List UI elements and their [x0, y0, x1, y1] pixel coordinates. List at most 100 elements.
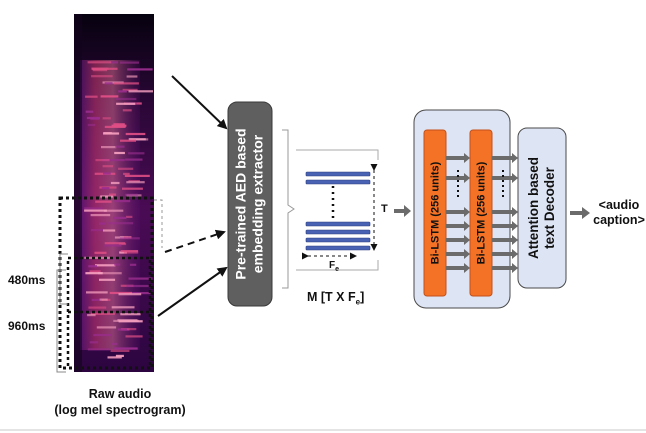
spectrogram-streak	[104, 125, 126, 128]
spectrogram-streak	[99, 278, 116, 281]
spectrogram-streak	[114, 263, 121, 266]
spectrogram-streak	[118, 90, 127, 93]
window-large-bracket	[56, 269, 66, 373]
lstm-connection-arrow	[492, 173, 518, 183]
spectrogram-streak	[93, 333, 112, 337]
lstm-connection-arrow	[492, 249, 518, 259]
spectrogram-streak	[84, 207, 103, 210]
lstm1-label-text: Bi-LSTM (256 units)	[429, 161, 442, 265]
spectrogram-streak	[90, 214, 111, 217]
lstm-connection-arrow	[446, 249, 470, 259]
spectrogram-streak	[94, 251, 107, 254]
spectrogram-streak	[102, 81, 124, 84]
spectrogram-streak	[100, 95, 119, 98]
spectrogram-streak	[120, 139, 136, 142]
embedding-bar	[305, 229, 371, 235]
spectrogram-streak	[95, 200, 112, 203]
decoder-label-line2: text Decoder	[542, 167, 558, 249]
spectrogram-streak	[87, 123, 96, 127]
lstm-connection-arrow	[492, 153, 518, 163]
spectrogram-streak	[87, 348, 111, 351]
lstm-connection-arrow	[492, 235, 518, 245]
spectrogram-streak	[108, 222, 134, 225]
spectrogram-streak	[102, 165, 114, 168]
spectrogram-streak	[128, 90, 153, 93]
spectrogram-streak	[102, 159, 125, 162]
spectrogram-streak	[126, 215, 133, 218]
spectrogram-streak	[88, 306, 107, 309]
spectrogram-streak	[109, 291, 132, 295]
spectrogram-streak	[91, 298, 101, 301]
spectrogram-streak	[103, 172, 111, 175]
spectrogram-streak	[99, 222, 107, 225]
spectrogram-streak	[120, 313, 141, 316]
spectrogram-streak	[89, 341, 99, 344]
spectrogram-streak	[104, 82, 113, 85]
decoder-label: Attention based text Decoder	[518, 128, 566, 288]
spectrogram-streak	[111, 342, 118, 345]
embedding-bar	[305, 179, 371, 185]
spectrogram-streak	[108, 193, 116, 196]
spectrogram-image	[74, 14, 154, 372]
spectrogram-streak	[100, 195, 114, 198]
spectrogram-streak	[91, 67, 118, 70]
spectrogram-streak	[125, 335, 143, 338]
spectrogram-streak	[101, 187, 110, 190]
spectrogram-streak	[99, 298, 108, 301]
spectrogram-streak	[119, 61, 139, 64]
spectrogram-streak	[126, 284, 152, 288]
spectrogram-streak	[87, 61, 112, 64]
spectrogram-streak	[113, 123, 125, 126]
spectrogram-streak	[115, 145, 125, 148]
lstm-connection-arrow	[446, 173, 470, 183]
decoder-box	[517, 127, 567, 289]
spectrogram-streak	[116, 102, 136, 105]
embedding-bar	[305, 245, 371, 251]
spectrogram-streak	[102, 117, 111, 120]
spectrogram-streak	[123, 251, 139, 254]
lstm-connection-arrow	[446, 263, 470, 273]
spectrogram-streak	[84, 209, 107, 212]
lstm-connection-arrow	[446, 221, 470, 231]
spectrogram-streak	[115, 97, 137, 101]
spectrogram-streak	[90, 229, 104, 232]
spectrogram-streak	[125, 158, 143, 161]
spectrogram-streak	[118, 167, 134, 170]
spectrogram-caption-line2: (log mel spectrogram)	[54, 403, 186, 417]
spectrogram-streak	[122, 88, 138, 91]
spectrogram-streak	[118, 293, 142, 296]
window-small-bracket	[59, 253, 68, 305]
spectrogram-streak	[107, 356, 122, 359]
window-large-label: 960ms	[8, 319, 46, 333]
embedding-bar	[305, 237, 371, 243]
spectrogram-streak	[92, 69, 108, 72]
spectrogram-streak	[123, 172, 130, 175]
spectrogram-streak	[122, 109, 132, 112]
lstm-connection-arrow	[492, 207, 518, 217]
output-caption-line1: <audio	[598, 198, 640, 212]
spectrogram-streak	[85, 95, 98, 98]
matrix-label-subscript: e	[355, 297, 361, 307]
feature-label: Fe	[329, 260, 339, 273]
spectrogram-streak	[98, 272, 122, 275]
arrow-middle	[164, 229, 226, 253]
spectrogram-streak	[124, 193, 138, 196]
output-caption: <audio caption>	[592, 198, 646, 228]
spectrogram-streak	[125, 132, 146, 136]
arrow-to-output	[570, 207, 590, 219]
spectrogram-streak	[95, 159, 110, 162]
matrix-label-prefix: M [T X F	[307, 290, 356, 304]
spectrogram-streak	[84, 256, 110, 259]
extractor-label: Pre-trained AED based embedding extracto…	[228, 102, 272, 306]
spectrogram-streak	[113, 216, 127, 219]
spectrogram-streak	[126, 181, 145, 184]
lstm2-label-text: Bi-LSTM (256 units)	[475, 161, 488, 265]
window-span-bracket	[154, 199, 163, 248]
spectrogram-streak	[90, 117, 100, 121]
spectrogram-streak	[127, 68, 153, 71]
embedding-matrix	[296, 149, 379, 271]
lstm-connections	[446, 153, 518, 273]
lstm-connection-arrow	[492, 221, 518, 231]
spectrogram-streak	[95, 264, 116, 267]
